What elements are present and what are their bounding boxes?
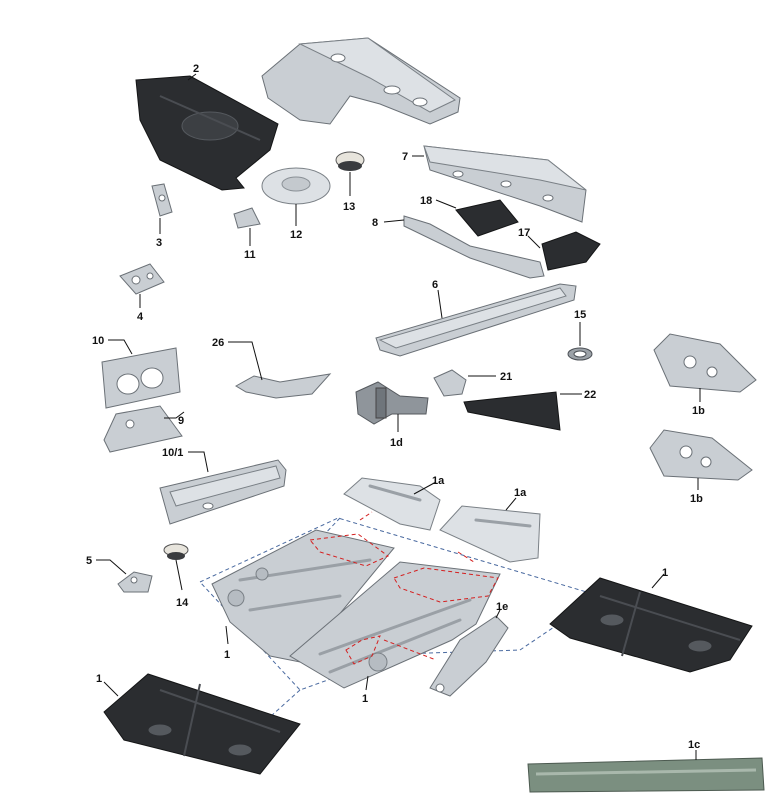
callout-10: 10 (92, 335, 104, 347)
part-21-bracket (433, 369, 496, 397)
part-14-grommet (163, 543, 189, 591)
callout-2: 2 (193, 63, 199, 75)
part-1-floor-pan-left (211, 529, 395, 663)
callout-21: 21 (500, 371, 512, 383)
callout-1b-top: 1b (692, 405, 705, 417)
part-8-rail (383, 215, 545, 279)
callout-1-black-left: 1 (96, 673, 102, 685)
part-1b-gusset-bottom (649, 429, 753, 490)
part-2-underbody-shield (135, 73, 279, 191)
callout-1d: 1d (390, 437, 403, 449)
part-18-black-pad (435, 199, 519, 237)
part-7-crossmember (412, 145, 587, 223)
callout-17: 17 (518, 227, 530, 239)
part-1c-sill (527, 750, 765, 793)
leader-1-center-left (225, 625, 229, 645)
part-1a-patch-left (343, 477, 441, 531)
part-1-black-floor-pan-left (103, 673, 301, 775)
callout-18: 18 (420, 195, 432, 207)
part-1e-reinforcement (429, 609, 509, 697)
callout-15: 15 (574, 309, 586, 321)
part-17-black-pad (527, 231, 601, 271)
part-22-black-strip (463, 391, 582, 431)
callout-1-center-left: 1 (224, 649, 230, 661)
part-9-panel (103, 405, 185, 453)
callout-1b-bottom: 1b (690, 493, 703, 505)
part-1-black-floor-pan-right (549, 573, 753, 673)
part-3-bracket (151, 183, 173, 234)
callout-7: 7 (402, 151, 408, 163)
callout-5: 5 (86, 555, 92, 567)
part-13-plug (335, 151, 365, 196)
part-5-bracket (96, 559, 153, 593)
callout-1c: 1c (688, 739, 700, 751)
callout-1e: 1e (496, 601, 508, 613)
callout-10-1: 10/1 (162, 447, 183, 459)
callout-4: 4 (137, 311, 144, 323)
part-15-grommet (567, 322, 593, 361)
part-10-plate (101, 339, 181, 409)
part-4-bracket (119, 263, 165, 308)
callout-3: 3 (156, 237, 162, 249)
weld-patch-markings (309, 511, 499, 665)
part-1a-patch-right (439, 497, 541, 563)
callout-1-black-right: 1 (662, 567, 668, 579)
callout-1-center-bottom: 1 (362, 693, 368, 705)
part-1d-hinge (355, 381, 429, 432)
part-12-round-cover (261, 167, 331, 226)
callout-13: 13 (343, 201, 355, 213)
part-1b-gusset-top (653, 333, 757, 402)
callout-1a-left: 1a (432, 475, 445, 487)
part-tunnel-front (261, 37, 461, 125)
callout-26: 26 (212, 337, 224, 349)
callout-11: 11 (244, 249, 256, 261)
leader-1-center-bottom (365, 675, 369, 691)
callout-22: 22 (584, 389, 596, 401)
callout-12: 12 (290, 229, 302, 241)
part-1-floor-pan-right (289, 561, 501, 689)
part-26-brace (228, 341, 332, 399)
part-11-bracket (233, 207, 261, 246)
callout-14: 14 (176, 597, 189, 609)
part-6-long-crossmember (375, 283, 577, 357)
callout-6: 6 (432, 279, 438, 291)
callout-1a-right: 1a (514, 487, 527, 499)
part-10-1-plate (159, 451, 287, 525)
callout-8: 8 (372, 217, 378, 229)
callout-9: 9 (178, 415, 184, 427)
